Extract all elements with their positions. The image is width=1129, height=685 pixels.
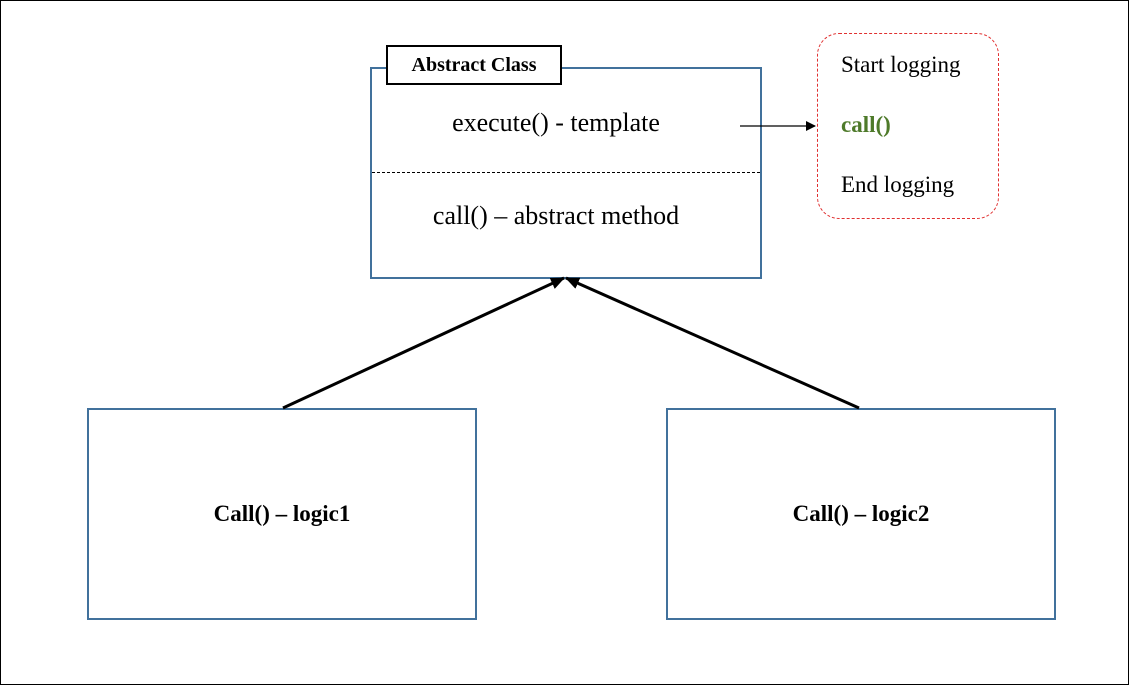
abstract-class-title: Abstract Class [386,45,562,85]
subclass-label-logic2: Call() – logic2 [792,501,930,526]
call-step: call() [841,112,891,137]
subclass-box-logic1: Call() – logic1 [87,408,477,620]
subclass-label-logic1: Call() – logic1 [213,501,351,526]
subclass-box-logic2: Call() – logic2 [666,408,1056,620]
abstract-class-divider [372,172,760,173]
template-method-label: execute() - template [452,108,660,137]
end-logging-step: End logging [841,172,955,197]
start-logging-step: Start logging [841,52,961,77]
template-steps-box [817,33,999,219]
abstract-method-label: call() – abstract method [432,201,680,230]
abstract-class-box [370,67,762,279]
